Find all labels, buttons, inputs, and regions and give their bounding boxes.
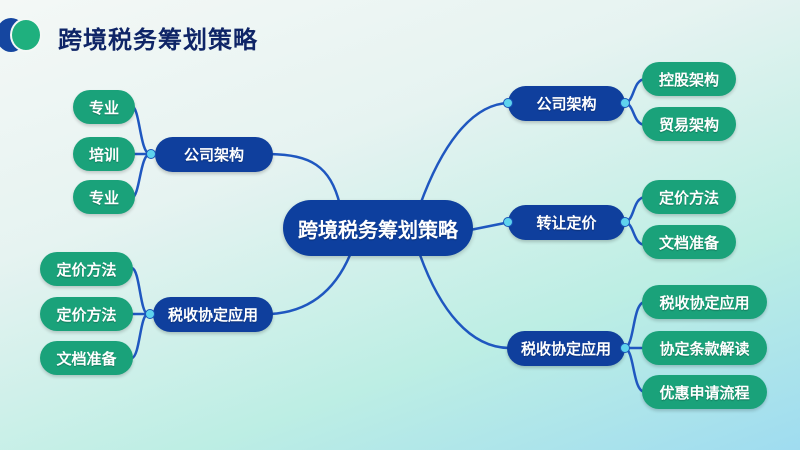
branch-right-transfer-pricing[interactable]: 转让定价 [508,205,625,240]
branch-right-tax-treaty[interactable]: 税收协定应用 [507,331,625,366]
leaf-node[interactable]: 文档准备 [40,341,133,375]
connector-dot [620,217,630,227]
leaf-node[interactable]: 培训 [73,137,135,171]
connector-dot [503,98,513,108]
connector-dot [503,217,513,227]
leaf-node[interactable]: 专业 [73,90,135,124]
leaf-node[interactable]: 协定条款解读 [642,331,767,365]
logo [0,16,46,56]
leaf-node[interactable]: 定价方法 [642,180,736,214]
root-node[interactable]: 跨境税务筹划策略 [283,200,473,256]
connector-dot [146,149,156,159]
leaf-node[interactable]: 专业 [73,180,135,214]
leaf-node[interactable]: 优惠申请流程 [642,375,767,409]
leaf-node[interactable]: 控股架构 [642,62,736,96]
branch-right-company-structure[interactable]: 公司架构 [508,86,625,121]
leaf-node[interactable]: 税收协定应用 [642,285,767,319]
connector-dot [620,98,630,108]
leaf-node[interactable]: 文档准备 [642,225,736,259]
connector-dot [620,343,630,353]
leaf-node[interactable]: 定价方法 [40,297,133,331]
branch-left-tax-treaty[interactable]: 税收协定应用 [153,297,273,332]
page-title: 跨境税务筹划策略 [58,26,258,54]
leaf-node[interactable]: 定价方法 [40,252,133,286]
branch-left-company-structure[interactable]: 公司架构 [155,137,273,172]
logo-circle-green [10,18,42,52]
connector-dot [145,309,155,319]
leaf-node[interactable]: 贸易架构 [642,107,736,141]
